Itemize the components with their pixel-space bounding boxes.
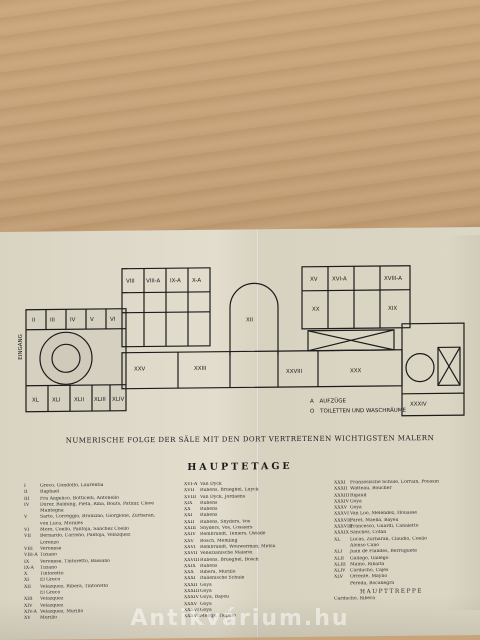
painter-names: Fra Angelico, Botticelli, Antonello [40,495,119,502]
painter-names: Raphael [40,489,60,495]
room-label-iv: IV [70,317,76,323]
legend-toilets-key: O [310,409,315,415]
painter-names: Tiziano [40,552,57,558]
painter-names: Lucas, Zurbarán, Claudio, Coello [350,536,427,543]
painter-names: Rubens, Snyders, Vos [200,519,251,525]
painter-names: Lorenzo [40,540,59,546]
room-label-x-a: X-A [192,278,201,284]
floor-plan-drawing: IX-A X-A VIII VIII-A XII XV XVI-A XVIII-… [18,251,470,426]
entrance-label: EINGANG [18,334,24,360]
painter-names: Goya [200,582,212,588]
painter-names: Dürer, Baldung, Pietà, Riba, Bouts, Pati… [40,501,154,508]
painter-names: El Greco [40,590,61,596]
painter-names: Pereda, Bocanegra [350,580,395,587]
painter-names: Van Dyck [200,481,222,487]
painter-names: Sarto, Correggio, Bronzino, Giorgione, Z… [40,513,156,521]
wooden-table-background [0,0,480,240]
painter-names: Goya [350,499,362,505]
painter-names: Rembrandt, Wouwerman, Metsu [200,544,276,550]
painter-names: Rubens [200,563,218,569]
painter-names: Maino, Ribalta [350,561,385,568]
room-label-xliii: XLIII [94,397,106,403]
room-label-xxx: XXX [350,368,362,374]
legend-toilets-text: TOILETTEN UND WASCHRÄUME [319,407,406,415]
floor-plan-svg: IX-A X-A VIII VIII-A XII XV XVI-A XVIII-… [18,265,465,417]
painter-names: Rembrandt, Teniers, Ostade [200,531,266,538]
room-label-viii-a: VIII-A [146,278,160,284]
painter-names: Rubens [200,500,218,506]
room-number: V [24,515,28,521]
painter-names: Rubens [200,513,218,519]
painter-names: Moro, Coello, Pantoja, Sánchez Coello [40,526,129,533]
painter-names: Rigaud [350,492,367,498]
room-label-ii: II [32,318,36,324]
painter-names: Juan de Flandes, Berruguete [350,548,417,555]
room-label-xxiii: XXIII [194,366,207,372]
painter-names: Rubens [200,506,218,513]
painter-names: Orrente, Mayno [350,574,388,580]
room-label-xx: XX [312,307,320,313]
painter-names: Velázquez, Ribera, Tintoretto [40,583,109,590]
painter-names: Greco, Gondolfo, Laurentia [40,482,104,489]
painter-names: Sánchez, Cotán [350,530,387,536]
watermark-text: Antikvárium.hu [130,606,350,631]
painter-names: Van Dyck, Jordaens [200,494,246,500]
painter-names: Venezianische Malerei [200,550,253,557]
room-label-xii: XII [246,317,253,323]
room-label-iii: III [50,317,55,323]
painter-names: Francesco, Guardi, Canaletto [350,523,419,530]
painter-names: Italienische Schule [200,575,245,582]
painter-names: Mantegna [40,508,64,514]
legend-toilets: O TOILETTEN UND WASCHRÄUME [310,407,407,415]
room-label-xxviii: XXVIII [286,369,303,375]
painter-names: von Luca, Morales [40,520,83,527]
legend-elevators-key: A [310,399,314,405]
painter-names: Carducho, Cajés [350,568,389,574]
painter-names: Watteau, Boucher [350,486,392,492]
painter-names: Veronese [40,546,62,552]
room-label-xlii: XLII [74,397,84,403]
painter-names: Tiziano [40,565,57,571]
painter-names: Bosch, Memling [200,538,238,544]
painter-names: Ribera, Murillo [200,569,236,576]
room-label-xli: XLI [52,397,61,403]
room-label-xvi-a: XVI-A [332,276,347,282]
painter-names: Rubens, Brueghel, Luyck [200,487,259,494]
room-label-xliv: XLIV [112,397,124,403]
painter-names: El Greco [40,577,61,584]
room-label-vi: VI [110,317,116,323]
room-label-xix: XIX [388,306,397,312]
room-label-xviii-a: XVIII-A [384,276,402,282]
room-label-xxxiv: XXXIV [410,402,427,408]
room-label-xxv: XXV [134,366,146,372]
painter-names: Van Loo, Meléndez, Houasse [350,511,418,517]
painter-names: Veronese, Tintoretto, Bassano [40,558,110,565]
room-number: VII [24,534,31,540]
painter-names: Gallego, Gallego [350,555,389,561]
legend-elevators-text: AUFZÜGE [320,397,347,404]
legend-elevators: A AUFZÜGE [310,397,347,404]
plan-caption: NUMERISCHE FOLGE DER SÄLE MIT DEN DORT V… [65,434,435,445]
section-heading: HAUPTETAGE [187,460,293,474]
painter-names: Alonso Cano [350,542,380,549]
painter-names: Rubens, Brueghel, Bosch [200,556,259,563]
room-label-viii: VIII [126,279,135,285]
room-number: XLV [334,574,344,580]
list-row: Pereda, Bocanegra [334,580,474,588]
painter-names: Französische Schule, Lorrain, Poussin [350,479,439,486]
painter-names: Bernardo, Carreño, Pantoja, Velázquez [40,533,131,539]
room-label-ix-a: IX-A [170,278,181,284]
painter-names: Goya [200,588,212,594]
painter-names: Paret, Maella, Bayeu [350,517,399,524]
museum-floor-plan-sheet: IX-A X-A VIII VIII-A XII XV XVI-A XVIII-… [0,226,480,640]
room-label-xl: XL [32,398,40,404]
painter-names: Goya [350,505,362,511]
room-label-xv: XV [310,277,318,283]
painter-names: Snyders, Vos, Cossiers [200,525,253,531]
room-label-v: V [90,317,94,323]
painter-names: Tintoretto [40,571,64,577]
